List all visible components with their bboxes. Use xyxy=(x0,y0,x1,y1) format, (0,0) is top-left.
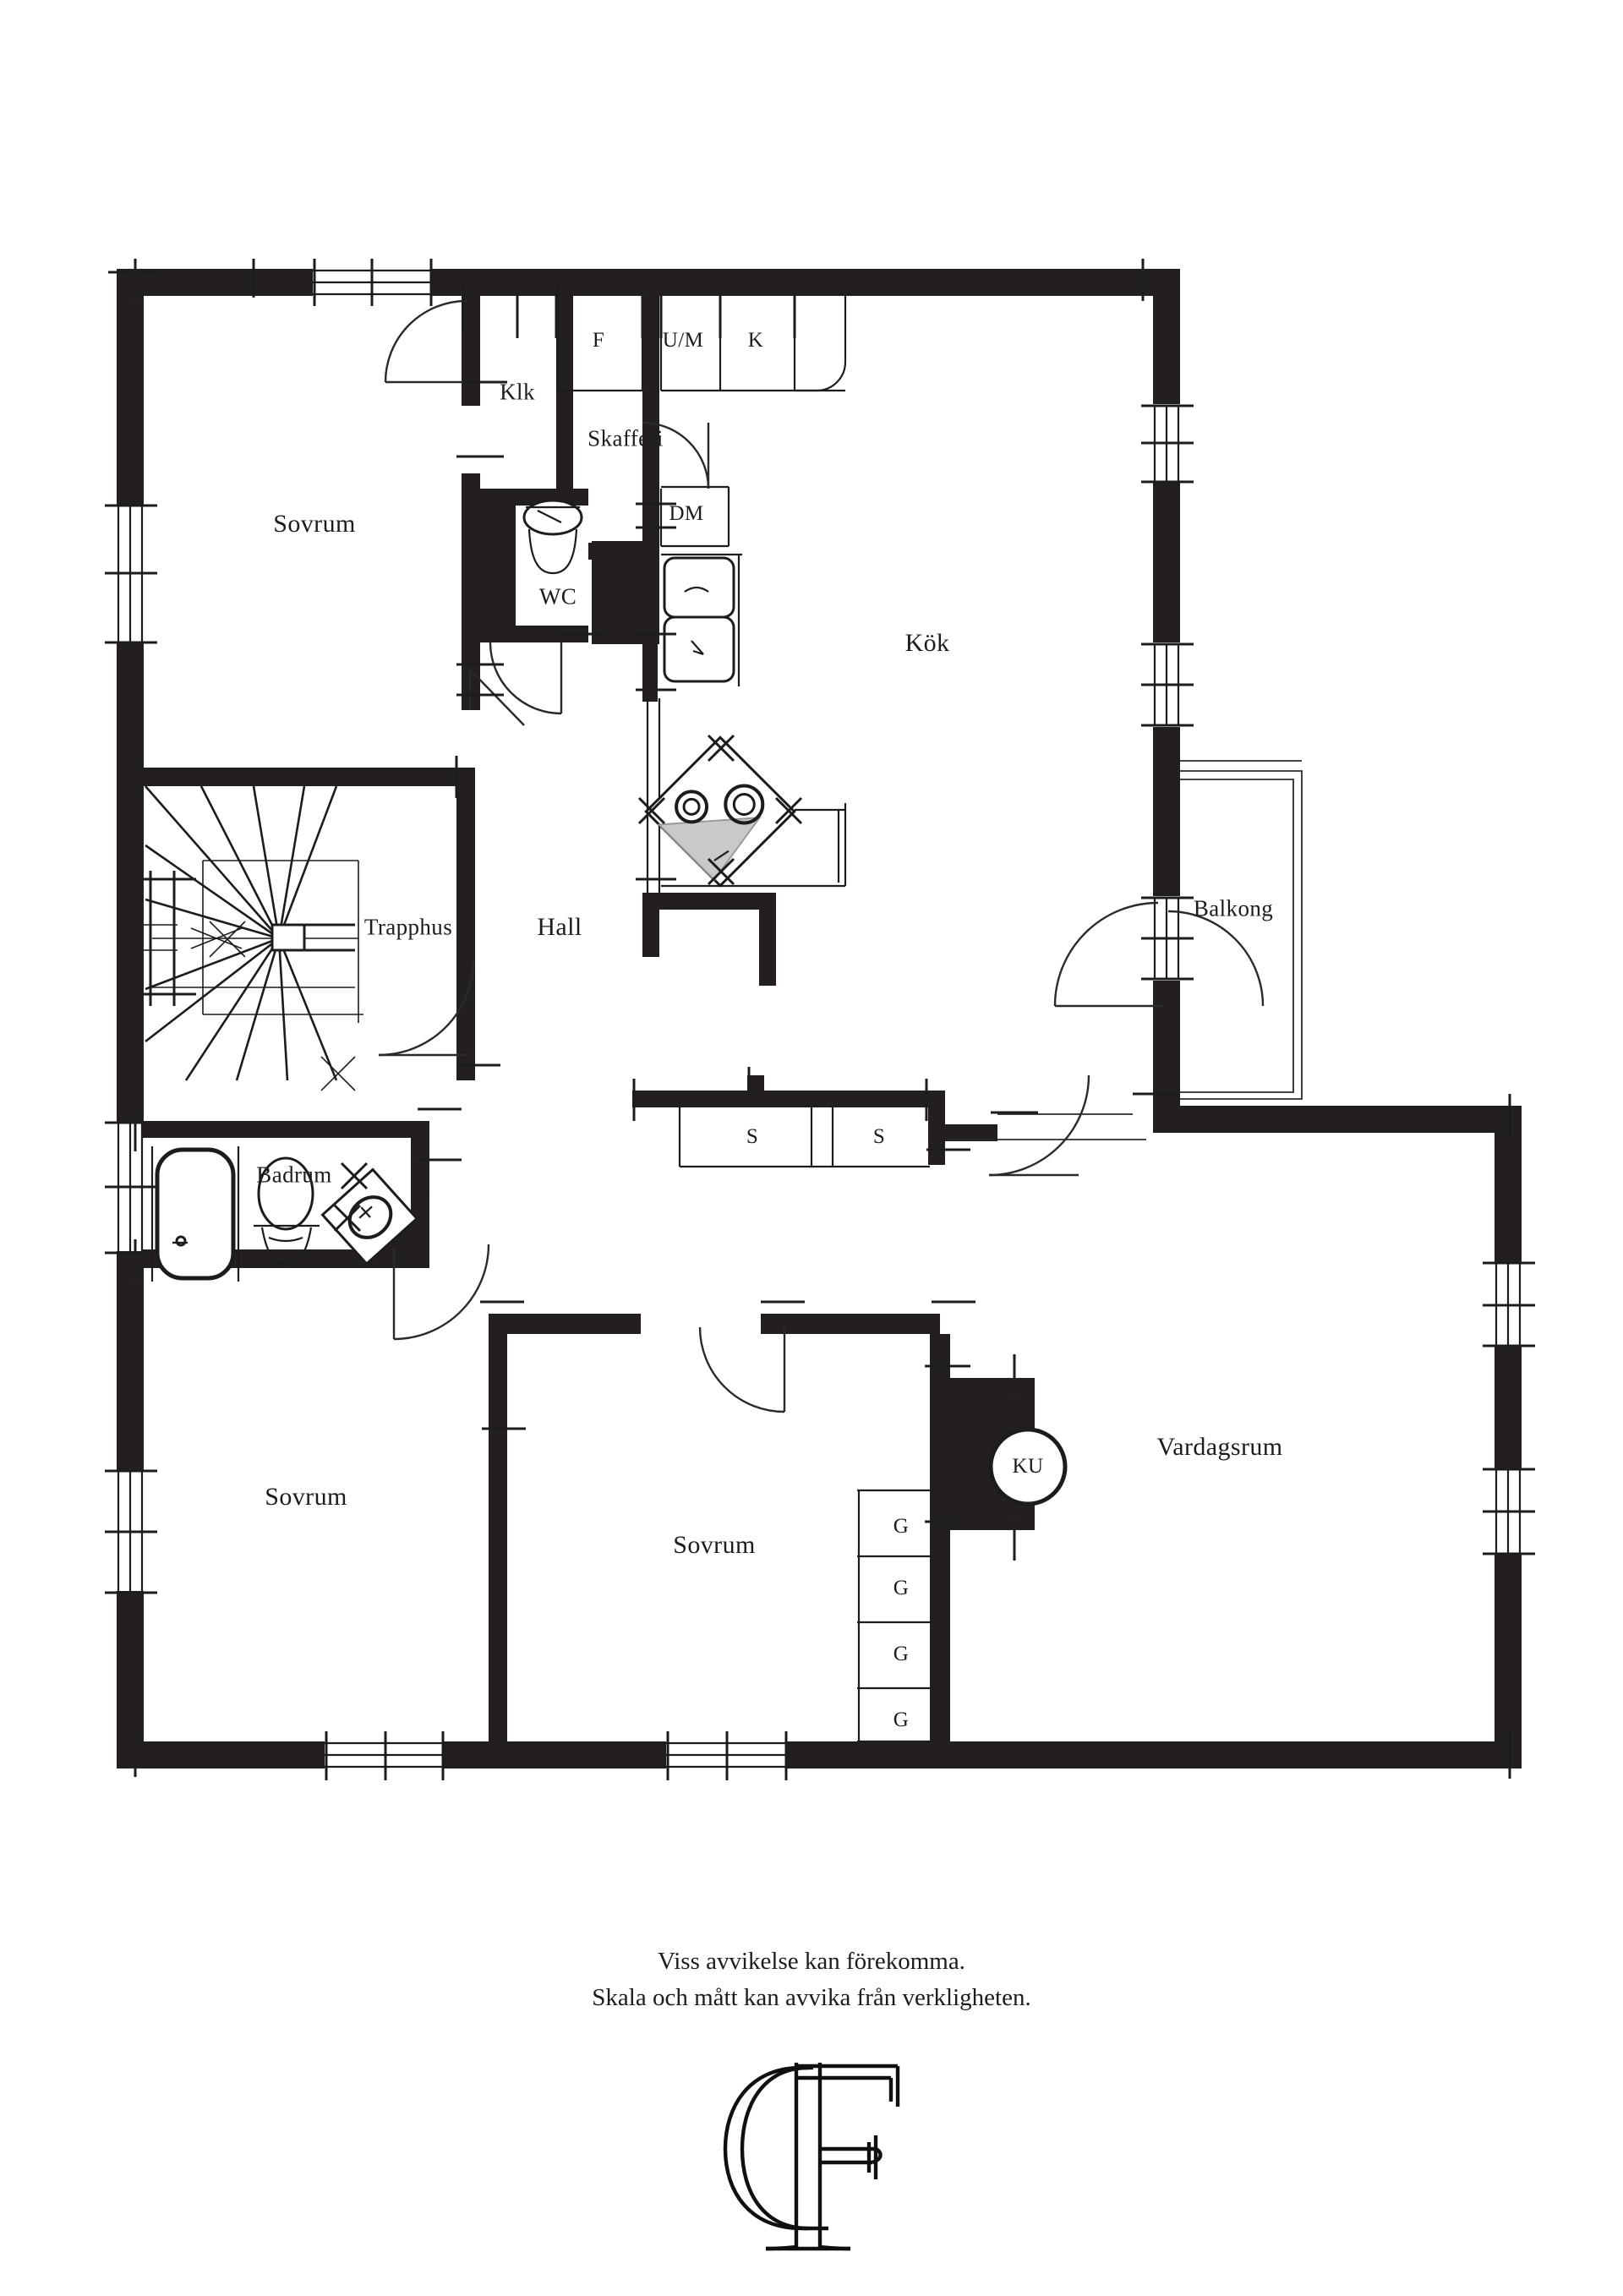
room-label-sovrum-top-left: Sovrum xyxy=(273,510,356,538)
pantry-appliance-stack xyxy=(661,553,742,686)
fixture-label-stove: K xyxy=(747,329,764,352)
room-label-sovrum-bottom-middle: Sovrum xyxy=(673,1531,756,1559)
wc-door-swing xyxy=(489,642,563,715)
corner-sink-badrum-icon xyxy=(320,1167,419,1266)
room-label-hall: Hall xyxy=(537,913,582,941)
wc-wall-block xyxy=(478,489,516,642)
living-room-door-swing xyxy=(988,1074,1090,1177)
fixture-label-fridge: F xyxy=(592,329,605,352)
skafferi-door-swing xyxy=(642,421,710,489)
fixture-label-storage-1: S xyxy=(746,1125,759,1148)
window-living-right-2 xyxy=(1483,1468,1535,1555)
trapphus-walls xyxy=(142,768,475,1080)
interior-wall-skafferi-right xyxy=(642,296,659,533)
staircase xyxy=(127,785,363,1091)
bedroom-top-door-swing xyxy=(468,669,525,726)
toilet-wc-icon xyxy=(522,499,583,575)
hall-storage-walls xyxy=(632,1075,997,1165)
fixture-label-wardrobe-2: G xyxy=(893,1577,910,1599)
kitchen-lower-walls xyxy=(642,893,776,986)
wardrobe-cells xyxy=(857,1489,933,1743)
room-label-balkong: Balkong xyxy=(1193,895,1274,921)
fixture-label-oven-micro: U/M xyxy=(662,329,704,352)
bathtub-icon xyxy=(150,1146,240,1282)
exterior-wall-bottom xyxy=(117,1741,1522,1768)
fixture-label-dishwasher: DM xyxy=(669,502,704,525)
fixture-label-wardrobe-1: G xyxy=(893,1515,910,1538)
interior-wall-klk-skafferi xyxy=(556,296,573,490)
room-label-vardagsrum: Vardagsrum xyxy=(1156,1433,1283,1461)
window-top-left xyxy=(313,259,433,306)
fixture-label-storage-2: S xyxy=(872,1125,886,1148)
room-label-kok: Kök xyxy=(904,629,950,657)
exterior-wall-top xyxy=(117,269,1180,296)
window-right-kitchen-1 xyxy=(1141,404,1194,484)
footnote-line-1: Viss avvikelse kan förekomma. xyxy=(658,1948,965,1975)
construction-lines xyxy=(945,760,1302,1140)
cf-monogram-icon xyxy=(723,2063,900,2251)
balcony-door-opening xyxy=(1141,896,1194,981)
fixture-label-wardrobe-3: G xyxy=(893,1643,910,1665)
exterior-wall-left xyxy=(117,269,144,1768)
window-left-bedroom-top xyxy=(105,504,157,644)
wc-wall-block-right xyxy=(592,541,659,644)
badrum-sink-cross-marks xyxy=(333,1162,369,1233)
kitchen-corner-sink xyxy=(644,735,796,888)
footnote-line-2: Skala och mått kan avvika från verklighe… xyxy=(592,1984,1031,2011)
interior-wall-pantry-kitchen xyxy=(642,644,661,894)
brand-logo-cf xyxy=(702,2054,921,2270)
bedroom-bottom-walls xyxy=(489,1314,940,1741)
window-left-stair xyxy=(105,1121,157,1255)
wall-tick-marks xyxy=(108,259,1511,1779)
room-label-skafferi: Skafferi xyxy=(587,425,664,451)
room-label-badrum: Badrum xyxy=(256,1162,332,1188)
dishwasher-cabinet xyxy=(659,485,730,548)
toilet-badrum-icon xyxy=(254,1156,320,1266)
interior-wall-living-left xyxy=(930,1334,950,1741)
hall-storage-outline xyxy=(678,1107,930,1168)
room-label-sovrum-bottom-left: Sovrum xyxy=(265,1483,347,1511)
window-bottom-1 xyxy=(325,1731,445,1780)
badrum-door-swing xyxy=(392,1244,490,1341)
window-left-bedroom-bottom xyxy=(105,1469,157,1594)
bedroom-middle-door-swing xyxy=(698,1326,786,1413)
room-label-trapphus: Trapphus xyxy=(363,914,453,940)
room-label-wc: WC xyxy=(538,583,577,610)
balcony-outline xyxy=(1180,770,1303,1100)
room-label-klk: Klk xyxy=(500,379,535,405)
interior-wall-bedroom-hall xyxy=(462,296,480,710)
klk-door-swing xyxy=(384,299,473,384)
balcony-door-swing xyxy=(1053,901,1265,1008)
exterior-wall-living-top xyxy=(1153,1106,1522,1741)
kakelugn-block xyxy=(940,1378,1068,1530)
kitchen-counter-outline xyxy=(661,803,847,888)
window-bottom-2 xyxy=(666,1731,788,1780)
fixture-label-wardrobe-4: G xyxy=(893,1708,910,1731)
fixture-label-tiled-stove: KU xyxy=(1012,1455,1044,1478)
kitchen-sink-corner-crosses xyxy=(637,734,803,886)
window-right-kitchen-2 xyxy=(1141,642,1194,727)
window-living-right-1 xyxy=(1483,1261,1535,1348)
trapphus-door-swing xyxy=(378,959,475,1057)
